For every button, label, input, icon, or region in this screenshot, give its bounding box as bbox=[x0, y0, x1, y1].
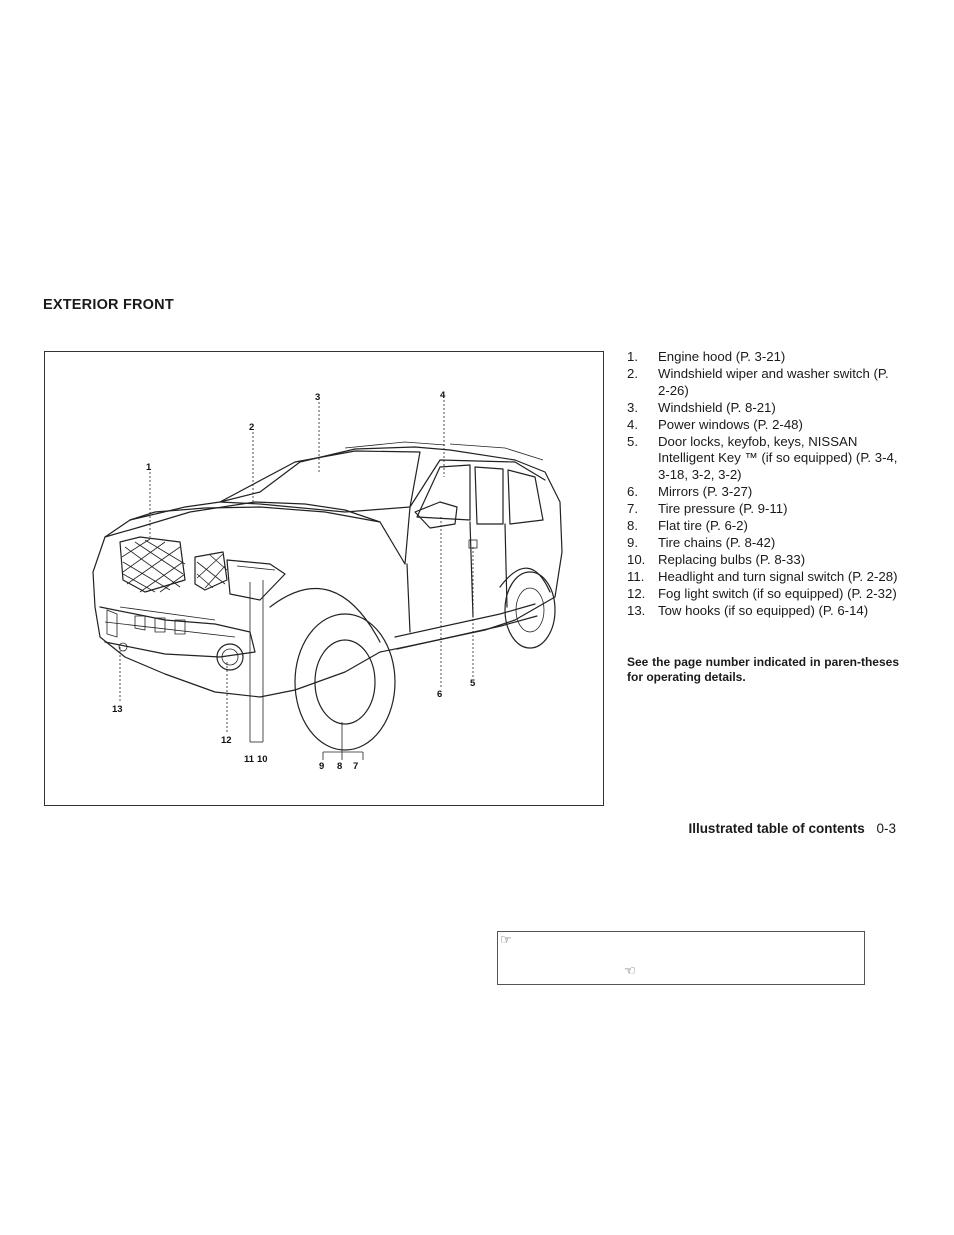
section-title: EXTERIOR FRONT bbox=[43, 297, 174, 313]
callout-10: 10 bbox=[257, 754, 268, 765]
vehicle-drawing: 1 2 3 4 5 6 7 8 9 10 11 12 13 bbox=[92, 390, 563, 772]
item-number: 2. bbox=[627, 365, 638, 381]
item-number: 10. bbox=[627, 551, 646, 567]
pointing-hand-icon: ☞ bbox=[500, 932, 512, 947]
leader-lines bbox=[119, 400, 474, 760]
vehicle-outline bbox=[92, 441, 563, 751]
list-item: 13. Tow hooks (if so equipped) (P. 6-14) bbox=[627, 603, 899, 620]
item-text: Headlight and turn signal switch (P. 2-2… bbox=[658, 568, 898, 584]
callout-12: 12 bbox=[221, 735, 232, 746]
callout-9: 9 bbox=[319, 761, 324, 772]
list-item: 12. Fog light switch (if so equipped) (P.… bbox=[627, 586, 899, 603]
item-text: Flat tire (P. 6-2) bbox=[658, 518, 748, 534]
callout-5: 5 bbox=[470, 678, 476, 689]
item-text: Windshield wiper and washer switch (P. 2… bbox=[658, 365, 889, 398]
list-item: 10. Replacing bulbs (P. 8-33) bbox=[627, 552, 899, 569]
callout-13: 13 bbox=[112, 704, 123, 715]
item-text: Tire chains (P. 8-42) bbox=[658, 534, 776, 550]
vehicle-illustration: 1 2 3 4 5 6 7 8 9 10 11 12 13 bbox=[44, 351, 604, 806]
item-number: 8. bbox=[627, 518, 638, 534]
parts-legend: 1. Engine hood (P. 3-21) 2. Windshield wip… bbox=[627, 349, 899, 620]
list-item: 5. Door locks, keyfob, keys, NISSAN Intel… bbox=[627, 434, 899, 485]
list-item: 3. Windshield (P. 8-21) bbox=[627, 400, 899, 417]
item-number: 7. bbox=[627, 501, 638, 517]
item-text: Tow hooks (if so equipped) (P. 6-14) bbox=[658, 602, 869, 618]
callout-8: 8 bbox=[337, 761, 342, 772]
page-number: 0-3 bbox=[876, 821, 896, 836]
item-text: Power windows (P. 2-48) bbox=[658, 416, 803, 432]
item-number: 5. bbox=[627, 433, 638, 449]
callout-6: 6 bbox=[437, 689, 442, 700]
item-text: Engine hood (P. 3-21) bbox=[658, 349, 786, 364]
operating-note: See the page number indicated in paren-t… bbox=[627, 655, 899, 684]
item-number: 13. bbox=[627, 602, 646, 618]
callout-11: 11 bbox=[244, 754, 255, 765]
callout-2: 2 bbox=[249, 422, 254, 433]
item-text: Windshield (P. 8-21) bbox=[658, 399, 776, 415]
item-number: 11. bbox=[627, 568, 645, 584]
list-item: 11. Headlight and turn signal switch (P. … bbox=[627, 569, 899, 586]
item-number: 9. bbox=[627, 534, 638, 550]
page-footer: Illustrated table of contents 0-3 bbox=[688, 821, 896, 836]
item-number: 1. bbox=[627, 349, 638, 364]
list-item: 8. Flat tire (P. 6-2) bbox=[627, 518, 899, 535]
callout-4: 4 bbox=[440, 390, 446, 401]
item-text: Mirrors (P. 3-27) bbox=[658, 484, 753, 500]
footer-title: Illustrated table of contents bbox=[688, 821, 865, 836]
list-item: 2. Windshield wiper and washer switch (P.… bbox=[627, 366, 899, 400]
callout-7: 7 bbox=[353, 761, 358, 772]
list-item: 7. Tire pressure (P. 9-11) bbox=[627, 501, 899, 518]
item-text: Tire pressure (P. 9-11) bbox=[658, 501, 788, 517]
item-number: 6. bbox=[627, 484, 638, 500]
list-item: 4. Power windows (P. 2-48) bbox=[627, 417, 899, 434]
callout-3: 3 bbox=[315, 392, 320, 403]
item-number: 3. bbox=[627, 399, 638, 415]
item-number: 4. bbox=[627, 416, 638, 432]
list-item: 1. Engine hood (P. 3-21) bbox=[627, 349, 899, 366]
item-text: Replacing bulbs (P. 8-33) bbox=[658, 551, 806, 567]
item-text: Door locks, keyfob, keys, NISSAN Intelli… bbox=[658, 433, 898, 483]
reference-box bbox=[497, 931, 865, 985]
pointing-hand-icon: ☜ bbox=[624, 963, 636, 978]
list-item: 6. Mirrors (P. 3-27) bbox=[627, 484, 899, 501]
item-text: Fog light switch (if so equipped) (P. 2-… bbox=[658, 585, 897, 601]
item-number: 12. bbox=[627, 585, 646, 601]
list-item: 9. Tire chains (P. 8-42) bbox=[627, 535, 899, 552]
callout-1: 1 bbox=[146, 462, 152, 473]
